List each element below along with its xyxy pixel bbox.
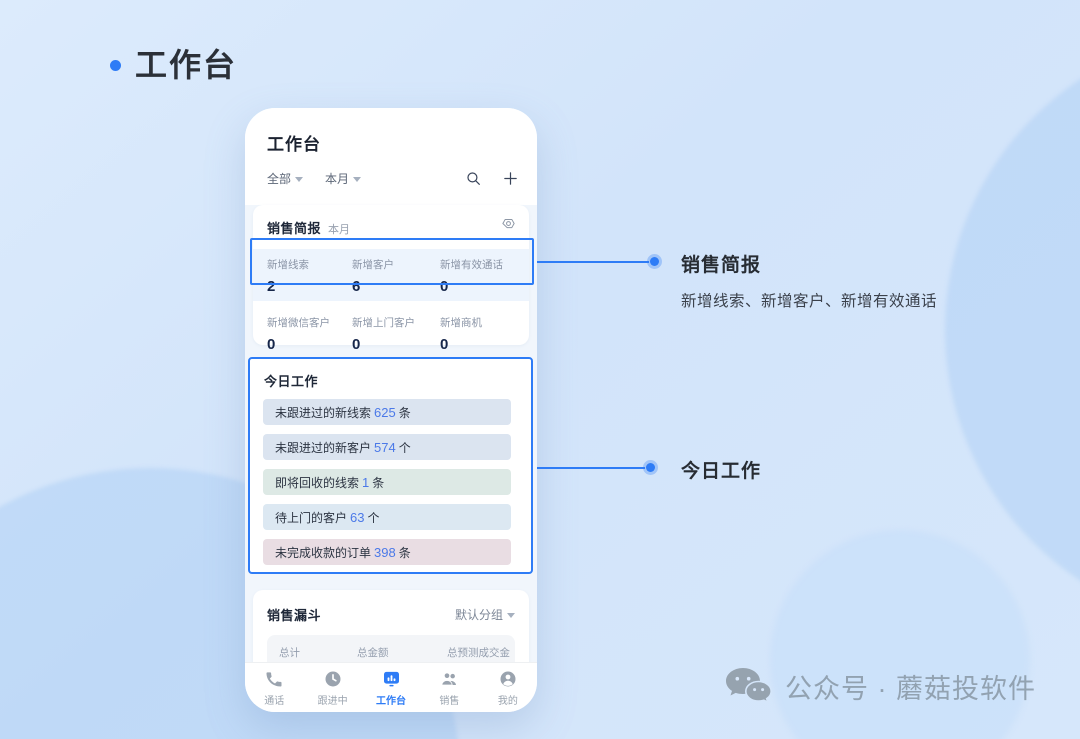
sales-funnel-title: 销售漏斗 — [267, 608, 322, 623]
plus-icon[interactable] — [502, 170, 519, 187]
phone-icon — [266, 672, 282, 687]
annotation-today-work-title: 今日工作 — [681, 461, 762, 482]
count-badge: 1 — [362, 474, 370, 490]
watermark-text: 公众号 · 蘑菇投软件 — [785, 673, 1036, 704]
count-badge: 63 — [350, 509, 365, 525]
today-row-new-customers[interactable]: 未跟进过的新客户 574 个 — [263, 434, 511, 460]
profile-icon — [500, 671, 516, 687]
people-icon — [441, 672, 456, 686]
filter-bar: 全部 本月 — [267, 170, 519, 187]
today-work-title: 今日工作 — [264, 374, 319, 389]
sales-brief-card: 销售简报 本月 新增线索 2 新增客户 6 — [253, 205, 529, 353]
today-row-unpaid-orders[interactable]: 未完成收款的订单 398 条 — [263, 539, 511, 565]
sales-brief-title: 销售简报 — [267, 221, 322, 236]
search-icon[interactable] — [465, 170, 482, 187]
chevron-down-icon — [507, 612, 515, 618]
app-title: 工作台 — [267, 135, 321, 154]
tab-profile[interactable]: 我的 — [479, 663, 537, 712]
annotation-sales-brief-title: 销售简报 — [681, 255, 762, 276]
today-work-card: 今日工作 未跟进过的新线索 625 条 未跟进过的新客户 574 个 即将回收的… — [248, 357, 533, 574]
stat-new-visit-customers: 新增上门客户 0 — [352, 317, 415, 353]
stat-new-opportunities: 新增商机 0 — [440, 317, 482, 353]
workbench-chart-icon — [383, 671, 399, 687]
connector-line-sales-brief — [537, 261, 649, 263]
connector-dot-icon — [646, 463, 655, 472]
sales-brief-period: 本月 — [328, 224, 351, 236]
watermark: 公众号 · 蘑菇投软件 — [724, 666, 1036, 706]
wechat-icon — [726, 668, 772, 704]
filter-all[interactable]: 全部 — [267, 170, 304, 187]
tab-following[interactable]: 跟进中 — [303, 663, 361, 712]
tab-sales[interactable]: 销售 — [420, 663, 478, 712]
tab-bar: 通话 跟进中 工作台 — [245, 662, 537, 712]
filter-month-label: 本月 — [325, 172, 350, 186]
chevron-down-icon — [295, 176, 304, 182]
today-row-visit-customers[interactable]: 待上门的客户 63 个 — [263, 504, 511, 530]
count-badge: 625 — [374, 404, 396, 420]
connector-line-today-work — [537, 467, 645, 469]
page-title: 工作台 — [135, 47, 238, 83]
gear-icon[interactable] — [501, 216, 516, 231]
tab-workbench[interactable]: 工作台 — [362, 663, 420, 712]
sales-brief-second-row: 新增微信客户 0 新增上门客户 0 新增商机 0 — [253, 307, 529, 359]
annotation-sales-brief-description: 新增线索、新增客户、新增有效通话 — [681, 293, 938, 310]
stat-new-wechat-customers: 新增微信客户 0 — [267, 317, 330, 353]
page-heading: 工作台 — [110, 40, 237, 86]
connector-dot-icon — [650, 257, 659, 266]
sales-brief-highlight-row: 新增线索 2 新增客户 6 新增有效通话 0 — [253, 249, 529, 301]
bullet-icon — [110, 59, 121, 71]
count-badge: 574 — [374, 439, 396, 455]
stat-new-leads: 新增线索 2 — [267, 259, 309, 295]
stat-new-customers: 新增客户 6 — [352, 259, 394, 295]
chevron-down-icon — [353, 176, 362, 182]
today-row-new-leads[interactable]: 未跟进过的新线索 625 条 — [263, 399, 511, 425]
filter-all-label: 全部 — [267, 172, 292, 186]
decorative-circle-bottom-right — [770, 530, 1030, 739]
phone-mockup: 工作台 全部 本月 — [245, 108, 537, 712]
stat-new-valid-calls: 新增有效通话 0 — [440, 259, 503, 295]
phone-header: 工作台 全部 本月 — [245, 108, 537, 205]
decorative-circle-top-right — [945, 30, 1080, 630]
clock-icon — [325, 671, 341, 687]
count-badge: 398 — [374, 544, 396, 560]
group-selector[interactable]: 默认分组 — [455, 606, 515, 623]
filter-month[interactable]: 本月 — [325, 170, 362, 187]
today-row-recycle-leads[interactable]: 即将回收的线索 1 条 — [263, 469, 511, 495]
tab-calls[interactable]: 通话 — [245, 663, 303, 712]
